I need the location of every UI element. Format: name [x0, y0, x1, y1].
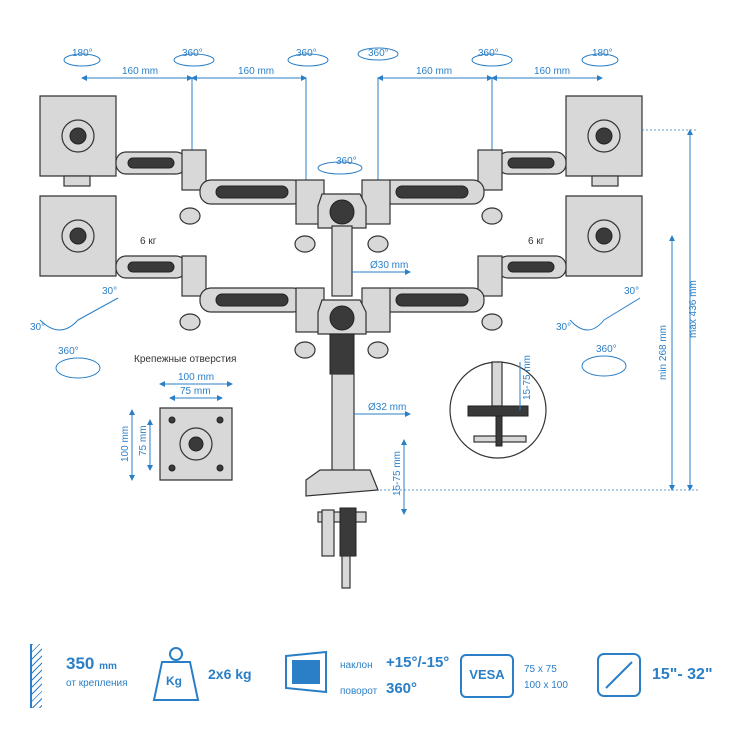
- central-hub-lower: [294, 287, 391, 359]
- svg-text:360°: 360°: [296, 48, 317, 59]
- dim-height-max: max 436 mm: [687, 129, 699, 491]
- rotation-marker-top-360-a: 360°: [173, 48, 215, 67]
- svg-text:min 268 mm: min 268 mm: [658, 325, 669, 380]
- wall-reach-icon: [30, 644, 42, 708]
- dim-pole-lower: Ø32 mm: [354, 402, 411, 417]
- svg-text:160 mm: 160 mm: [416, 66, 452, 77]
- tilt-marker-left: 30° 30°: [30, 286, 119, 333]
- upper-arm-right: [379, 149, 567, 225]
- screen-size-value: 15"- 32": [652, 666, 713, 683]
- clamp-detail: 15-75 mm: [449, 355, 547, 459]
- pole: [329, 225, 355, 481]
- rotation-marker-br-360: 360°: [581, 344, 627, 377]
- desk-clamp: [305, 469, 379, 589]
- svg-text:100 mm: 100 mm: [178, 372, 214, 383]
- svg-text:30°: 30°: [30, 322, 45, 333]
- weight-label-left: 6 кг: [140, 236, 157, 247]
- rotation-marker-tl-180: 180°: [63, 48, 101, 67]
- svg-text:160 mm: 160 mm: [534, 66, 570, 77]
- svg-text:15-75 mm: 15-75 mm: [522, 355, 533, 400]
- svg-text:max 436 mm: max 436 mm: [688, 280, 699, 338]
- svg-text:360°: 360°: [368, 48, 389, 59]
- rotation-marker-top-360-c: 360°: [357, 47, 399, 61]
- dim-arm-left-2: 160 mm: [191, 66, 307, 81]
- svg-text:75 mm: 75 mm: [138, 425, 149, 456]
- dim-arm-right-2: 160 mm: [491, 66, 603, 81]
- central-hub-upper: [294, 179, 391, 253]
- weight-icon: Kg: [152, 644, 200, 702]
- svg-text:360°: 360°: [182, 48, 203, 59]
- svg-text:180°: 180°: [592, 48, 613, 59]
- svg-text:30°: 30°: [556, 322, 571, 333]
- vesa-icon: VESA: [460, 654, 514, 698]
- vesa-plate-top-left: [39, 95, 117, 187]
- dim-arm-left-1: 160 mm: [81, 66, 193, 81]
- tilt-label: наклон: [340, 660, 373, 671]
- svg-text:360°: 360°: [596, 344, 617, 355]
- vesa-hole-detail: Крепежные отверстия 100 mm 75 mm 100 mm …: [120, 354, 236, 481]
- tilt-marker-right: 30° 30°: [556, 286, 641, 333]
- reach-value: 350 mm: [66, 654, 117, 673]
- lower-arm-right: [379, 255, 567, 331]
- vesa-plate-top-right: [565, 95, 643, 187]
- svg-text:Ø32 mm: Ø32 mm: [368, 402, 406, 413]
- tilt-value: +15°/-15°: [386, 654, 450, 671]
- svg-text:360°: 360°: [478, 48, 499, 59]
- monitor-tilt-icon: [282, 650, 330, 696]
- reach-caption: от крепления: [66, 678, 128, 689]
- dim-arm-right-1: 160 mm: [377, 66, 493, 81]
- rotation-marker-center-360: 360°: [317, 156, 363, 175]
- upper-arm-left: [115, 149, 305, 225]
- weight-value: 2x6 kg: [208, 666, 252, 682]
- rotation-marker-top-360-b: 360°: [287, 48, 329, 67]
- swivel-label: поворот: [340, 686, 378, 697]
- svg-text:160 mm: 160 mm: [238, 66, 274, 77]
- vesa-plate-mid-right: [565, 195, 643, 277]
- svg-text:100 mm: 100 mm: [120, 426, 131, 462]
- svg-text:360°: 360°: [336, 156, 357, 167]
- dim-pole-upper: Ø30 mm: [352, 260, 411, 275]
- svg-text:15-75 mm: 15-75 mm: [392, 451, 403, 496]
- svg-text:30°: 30°: [102, 286, 117, 297]
- rotation-marker-bl-360: 360°: [55, 346, 101, 379]
- svg-text:Ø30 mm: Ø30 mm: [370, 260, 408, 271]
- vesa-line2: 100 x 100: [524, 680, 568, 691]
- dim-height-min: min 268 mm: [658, 235, 675, 491]
- svg-text:160 mm: 160 mm: [122, 66, 158, 77]
- rotation-marker-top-360-d: 360°: [471, 48, 513, 67]
- svg-text:360°: 360°: [58, 346, 79, 357]
- swivel-value: 360°: [386, 680, 418, 697]
- vesa-plate-mid-left: [39, 195, 117, 277]
- vesa-line1: 75 x 75: [524, 664, 557, 675]
- spec-bar: 350 mm от крепления Kg 2x6 kg наклон +15…: [0, 610, 750, 750]
- svg-text:30°: 30°: [624, 286, 639, 297]
- rotation-marker-tr-180: 180°: [581, 48, 619, 67]
- svg-text:180°: 180°: [72, 48, 93, 59]
- lower-arm-left: [115, 255, 305, 331]
- dim-clamp-range: 15-75 mm: [392, 439, 407, 515]
- svg-text:75 mm: 75 mm: [180, 386, 211, 397]
- mount-diagram: 180° 360° 360° 360° 360° 180° 160 mm 160…: [30, 47, 699, 589]
- weight-label-right: 6 кг: [528, 236, 545, 247]
- vesa-panel-title: Крепежные отверстия: [134, 354, 236, 365]
- screen-size-icon: [596, 652, 642, 698]
